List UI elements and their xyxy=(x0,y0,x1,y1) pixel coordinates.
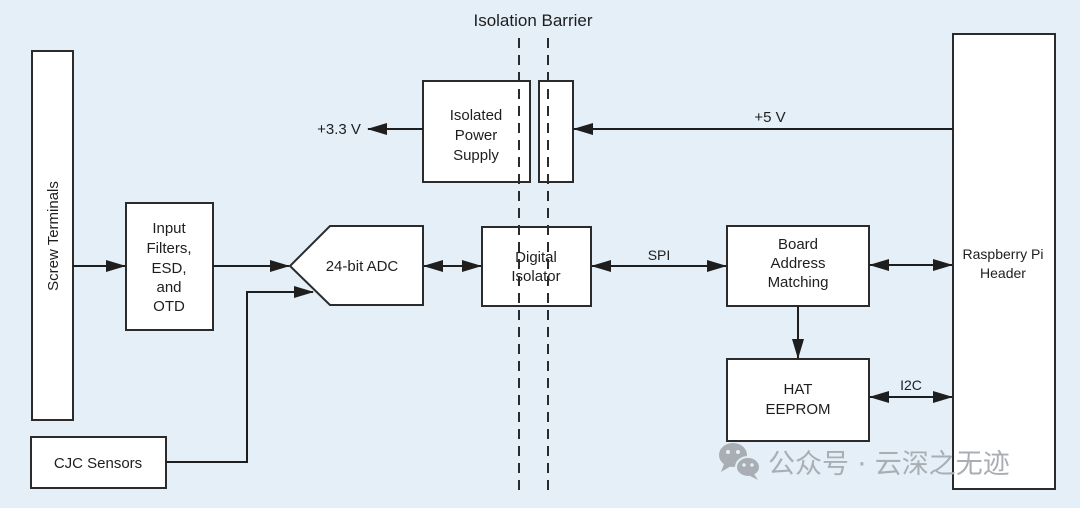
arrow-cjc-to-adc xyxy=(166,286,314,463)
spi-label: SPI xyxy=(648,247,671,263)
adc-block: 24-bit ADC xyxy=(288,225,424,306)
connections: SPI I2C +5 V +3.3 V xyxy=(73,109,953,463)
board-address-line-1: Board xyxy=(778,236,818,253)
power-supply-line-2: Power xyxy=(455,127,498,144)
watermark: 公众号 · 云深之无迹 xyxy=(719,443,1010,480)
isolation-barrier-title: Isolation Barrier xyxy=(473,11,592,30)
power-supply-line-3: Supply xyxy=(453,147,499,164)
wechat-icon xyxy=(719,443,761,480)
hat-eeprom-line-1: HAT xyxy=(784,381,813,398)
power-supply-line-1: Isolated xyxy=(450,107,503,124)
input-filters-line-1: Input xyxy=(152,220,186,237)
isolated-power-supply-block: Isolated Power Supply xyxy=(422,80,574,183)
adc-label: 24-bit ADC xyxy=(326,258,399,275)
i2c-label: I2C xyxy=(900,377,922,393)
board-address-box xyxy=(726,225,870,307)
screw-terminals-block: Screw Terminals xyxy=(31,50,74,421)
hat-eeprom-block: HAT EEPROM xyxy=(726,358,870,442)
screw-terminals-box xyxy=(31,50,74,421)
screw-terminals-label: Screw Terminals xyxy=(45,181,62,291)
input-filters-box xyxy=(125,202,214,331)
power-supply-secondary-box xyxy=(538,80,574,183)
input-filters-line-4: and xyxy=(156,279,181,296)
hat-eeprom-box xyxy=(726,358,870,442)
adc-shape xyxy=(288,225,424,306)
cjc-sensors-box xyxy=(30,436,167,489)
cjc-sensors-label: CJC Sensors xyxy=(54,455,142,472)
input-filters-line-3: ESD, xyxy=(151,260,186,277)
digital-isolator-line-1: Digital xyxy=(515,249,557,266)
v33-label: +3.3 V xyxy=(317,121,361,138)
digital-isolator-box xyxy=(481,226,592,307)
raspberry-pi-header-block: Raspberry Pi Header xyxy=(952,33,1056,490)
board-address-line-3: Matching xyxy=(768,274,829,291)
digital-isolator-block: Digital Isolator xyxy=(481,226,592,307)
isolation-barrier xyxy=(518,38,549,490)
cjc-sensors-block: CJC Sensors xyxy=(30,436,167,489)
rpi-header-line-2: Header xyxy=(980,265,1026,281)
input-filters-line-5: OTD xyxy=(153,298,185,315)
watermark-text: 公众号 · 云深之无迹 xyxy=(768,449,1010,480)
input-filters-line-2: Filters, xyxy=(147,240,192,257)
board-address-line-2: Address xyxy=(770,255,825,272)
rpi-header-box xyxy=(952,33,1056,490)
power-supply-box xyxy=(422,80,531,183)
input-filters-block: Input Filters, ESD, and OTD xyxy=(125,202,214,331)
board-address-matching-block: Board Address Matching xyxy=(726,225,870,307)
rpi-header-line-1: Raspberry Pi xyxy=(963,246,1044,262)
v5-label: +5 V xyxy=(754,109,785,126)
hat-eeprom-line-2: EEPROM xyxy=(765,401,830,418)
